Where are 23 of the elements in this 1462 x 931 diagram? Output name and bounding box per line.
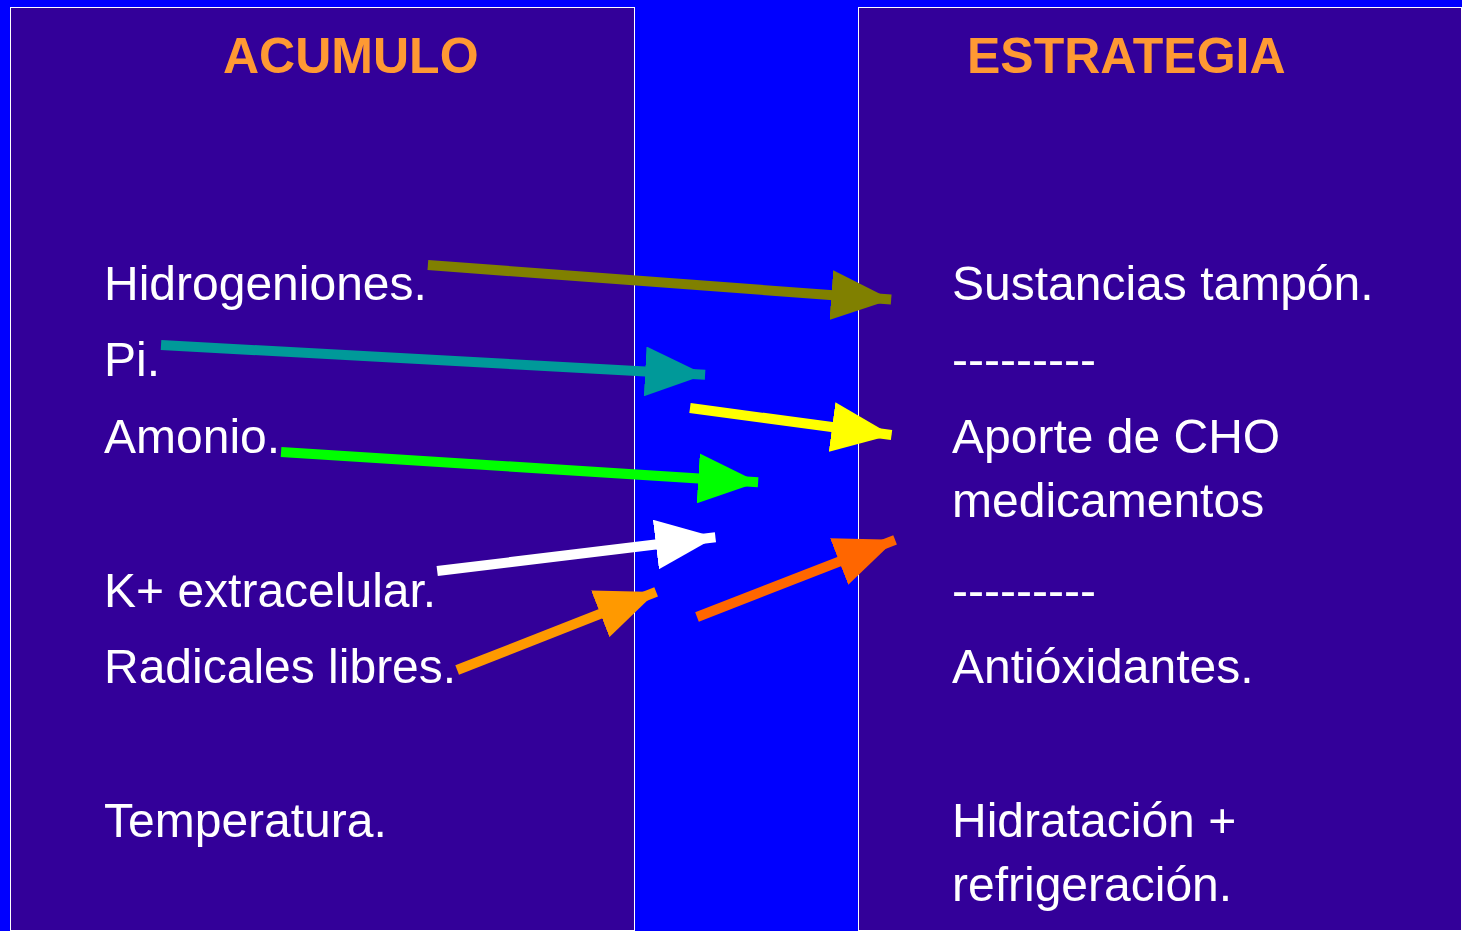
arrow [695,535,897,622]
arrow [427,260,892,320]
arrow [689,402,893,452]
list-item: K+ extracelular. [104,559,437,623]
panel [858,7,1462,931]
list-item: Radicales libres. [104,635,457,699]
list-item: Hidrogeniones. [104,252,427,316]
list-item: Temperatura. [104,789,387,853]
list-item: Pi. [104,328,160,392]
list-item: --------- [952,559,1096,623]
list-item: Amonio. [104,405,281,469]
arrow [455,587,658,675]
list-item: Antióxidantes. [952,635,1254,699]
list-item: Sustancias tampón. [952,252,1374,316]
panel-title: ACUMULO [223,28,479,84]
arrow [280,447,759,504]
list-item: Hidratación + refrigeración. [952,789,1312,917]
arrow [160,340,706,397]
list-item: --------- [952,328,1096,392]
list-item: Aporte de CHO medicamentos [952,405,1352,533]
panel [10,7,635,931]
arrow [436,519,717,576]
panel-title: ESTRATEGIA [967,28,1286,84]
